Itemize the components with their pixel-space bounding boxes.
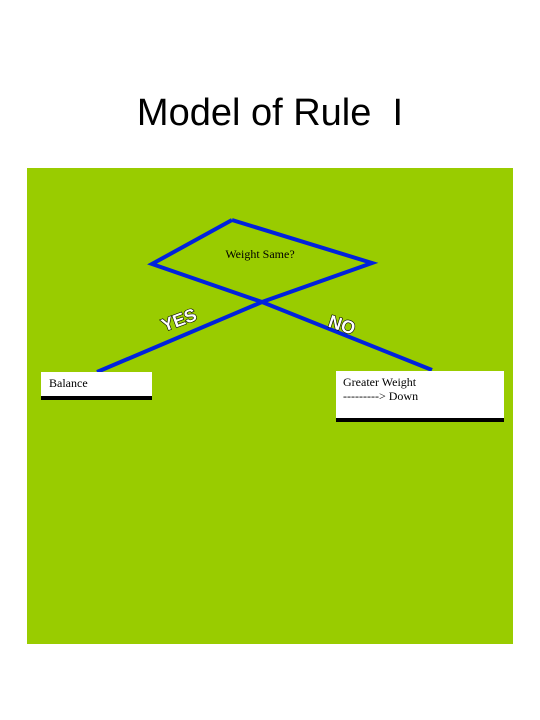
- no-branch-line: [147, 218, 433, 372]
- outcome-greater-weight-box: Greater Weight ---------> Down: [336, 371, 504, 422]
- diagram-panel: Weight Same? YES NO Balance Greater Weig…: [27, 168, 513, 644]
- outcome-greater-weight-line2: ---------> Down: [343, 389, 419, 403]
- yes-branch-line: [96, 218, 379, 374]
- outcome-greater-weight-line1: Greater Weight: [343, 375, 417, 389]
- decision-label: Weight Same?: [225, 247, 294, 261]
- outcome-balance-box: Balance: [41, 372, 152, 400]
- slide-title: Model of Rule I: [136, 92, 404, 134]
- outcome-balance-text: Balance: [49, 376, 88, 390]
